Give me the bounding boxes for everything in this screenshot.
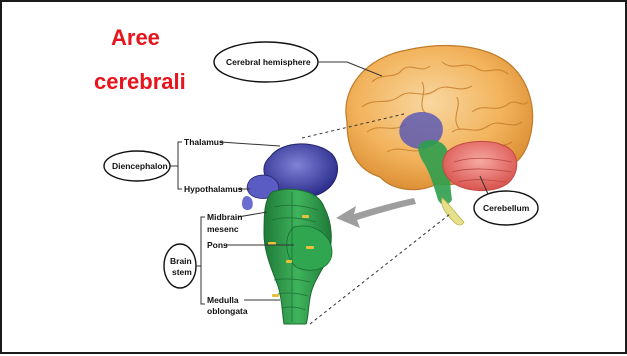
label-mesenc: mesenc: [207, 224, 239, 234]
label-oblongata: oblongata: [207, 306, 248, 316]
spinal-tip: [442, 198, 464, 225]
label-midbrain: Midbrain: [207, 212, 242, 222]
brainstem-illustration: [242, 144, 338, 324]
brain-stem-callout: [164, 244, 196, 288]
cerebellum-shape: [443, 141, 517, 190]
label-hypothalamus: Hypothalamus: [184, 184, 243, 194]
label-cerebellum: Cerebellum: [483, 203, 529, 213]
label-cerebral-hemisphere: Cerebral hemisphere: [226, 57, 311, 67]
label-diencephalon: Diencephalon: [112, 161, 168, 171]
label-thalamus: Thalamus: [184, 137, 224, 147]
zoom-arrow: [336, 198, 416, 228]
label-stem: stem: [172, 267, 192, 277]
pituitary-shape: [242, 196, 253, 210]
label-medulla: Medulla: [207, 295, 239, 305]
label-pons: Pons: [207, 240, 228, 250]
label-brain: Brain: [170, 256, 192, 266]
